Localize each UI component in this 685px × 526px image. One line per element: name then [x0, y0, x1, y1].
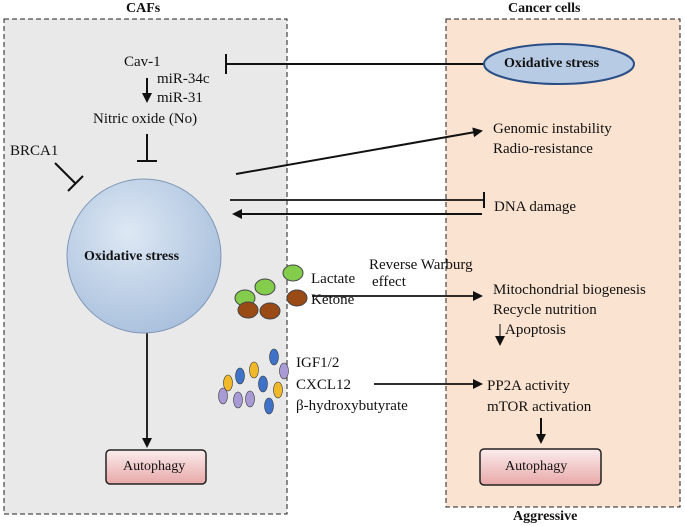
mtor-activation-label: mTOR activation [487, 399, 592, 415]
mitochondrial-biogenesis-label: Mitochondrial biogenesis [493, 282, 646, 298]
caf-autophagy-box [105, 449, 207, 485]
brown-dot [259, 302, 281, 320]
cancer-cells-header: Cancer cells [508, 1, 581, 16]
caf-autophagy-label: Autophagy [123, 459, 186, 474]
recycle-nutrition-label: Recycle nutrition [493, 302, 597, 318]
blue-dot [258, 375, 268, 393]
blue-dot [235, 367, 245, 385]
brca1-inhibit-bar [67, 175, 84, 192]
lactate-label: Lactate [311, 271, 356, 287]
genomic-instability-arrow [235, 127, 483, 175]
cav1-label: Cav-1 [124, 54, 161, 70]
green-dot [254, 278, 276, 296]
aggressive-footer: Aggressive [513, 509, 578, 524]
nitric-oxide-label: Nitric oxide (No) [93, 111, 198, 127]
yellow-dot [249, 361, 259, 379]
caf-oxidative-stress-label: Oxidative stress [84, 249, 180, 264]
yellow-dot [223, 374, 233, 392]
brca1-inhibit-line [54, 162, 77, 185]
caf-oxidative-stress-sphere [66, 178, 222, 334]
radio-resistance-label: Radio-resistance [493, 141, 593, 157]
brown-dot [286, 289, 308, 307]
cancer-oxidative-stress-ellipse [483, 43, 635, 85]
green-dot [282, 264, 304, 282]
purple-dot [233, 391, 243, 409]
igf-label: IGF1/2 [296, 355, 340, 371]
yellow-dot [273, 381, 283, 399]
reverse-warburg-label: Reverse Warburg [369, 257, 473, 273]
cancer-autophagy-label: Autophagy [505, 459, 568, 474]
cafs-header: CAFs [126, 1, 161, 16]
reverse-warburg-effect-label: effect [372, 274, 406, 290]
cancer-oxidative-stress-label: Oxidative stress [504, 56, 600, 71]
beta-hydroxybutyrate-label: β-hydroxybutyrate [296, 398, 408, 414]
pp2a-activity-label: PP2A activity [487, 378, 570, 394]
apoptosis-label: Apoptosis [505, 322, 566, 338]
mir31-label: miR-31 [157, 90, 203, 106]
purple-dot [279, 362, 289, 380]
blue-dot [269, 348, 279, 366]
blue-dot [264, 397, 274, 415]
genomic-instability-label: Genomic instability [493, 121, 612, 137]
cxcl12-label: CXCL12 [296, 377, 352, 393]
brca1-label: BRCA1 [10, 143, 59, 159]
purple-dot [218, 387, 228, 405]
ketone-label: Ketone [311, 292, 355, 308]
mir34c-label: miR-34c [157, 71, 210, 87]
purple-dot [245, 390, 255, 408]
brown-dot [237, 301, 259, 319]
cancer-autophagy-box [479, 448, 602, 486]
dna-damage-label: DNA damage [494, 199, 577, 215]
cancer-panel [445, 18, 681, 508]
